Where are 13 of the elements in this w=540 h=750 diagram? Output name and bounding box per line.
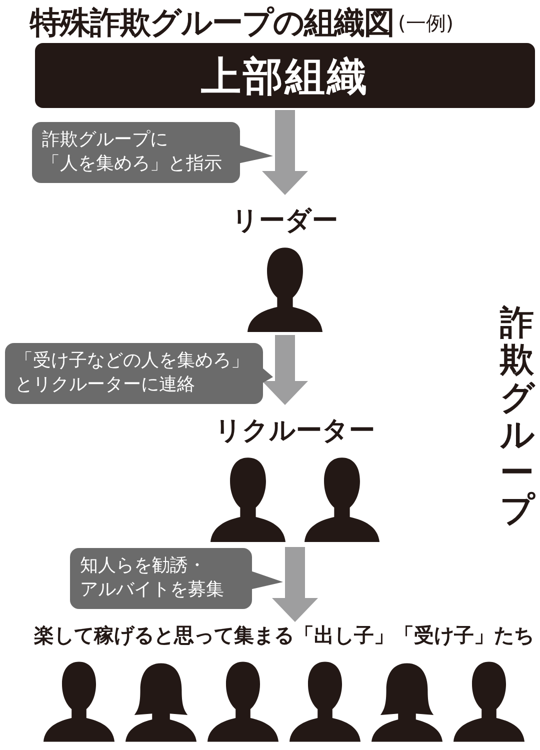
subtitle: (一例) [398, 10, 454, 37]
diagram-title: 特殊詐欺グループの組織図 [30, 4, 394, 43]
group-label: 詐欺グループ [500, 305, 534, 530]
role-label: リーダー [231, 205, 339, 238]
role-label: 楽して稼げると思って集まる「出し子」「受け子」たち [33, 622, 535, 649]
org-banner: 上部組織 [35, 43, 535, 108]
callout-label: 「受け子などの人を集めろ」とリクルーターに連絡 [5, 343, 263, 404]
down-arrow [262, 335, 308, 405]
callout-label: 知人らを勧誘・アルバイトを募集 [70, 548, 252, 609]
role-label: リクルーター [214, 415, 376, 448]
callout-label: 詐欺グループに「人を集めろ」と指示 [32, 122, 240, 183]
down-arrow [262, 110, 308, 195]
down-arrow [272, 547, 318, 622]
